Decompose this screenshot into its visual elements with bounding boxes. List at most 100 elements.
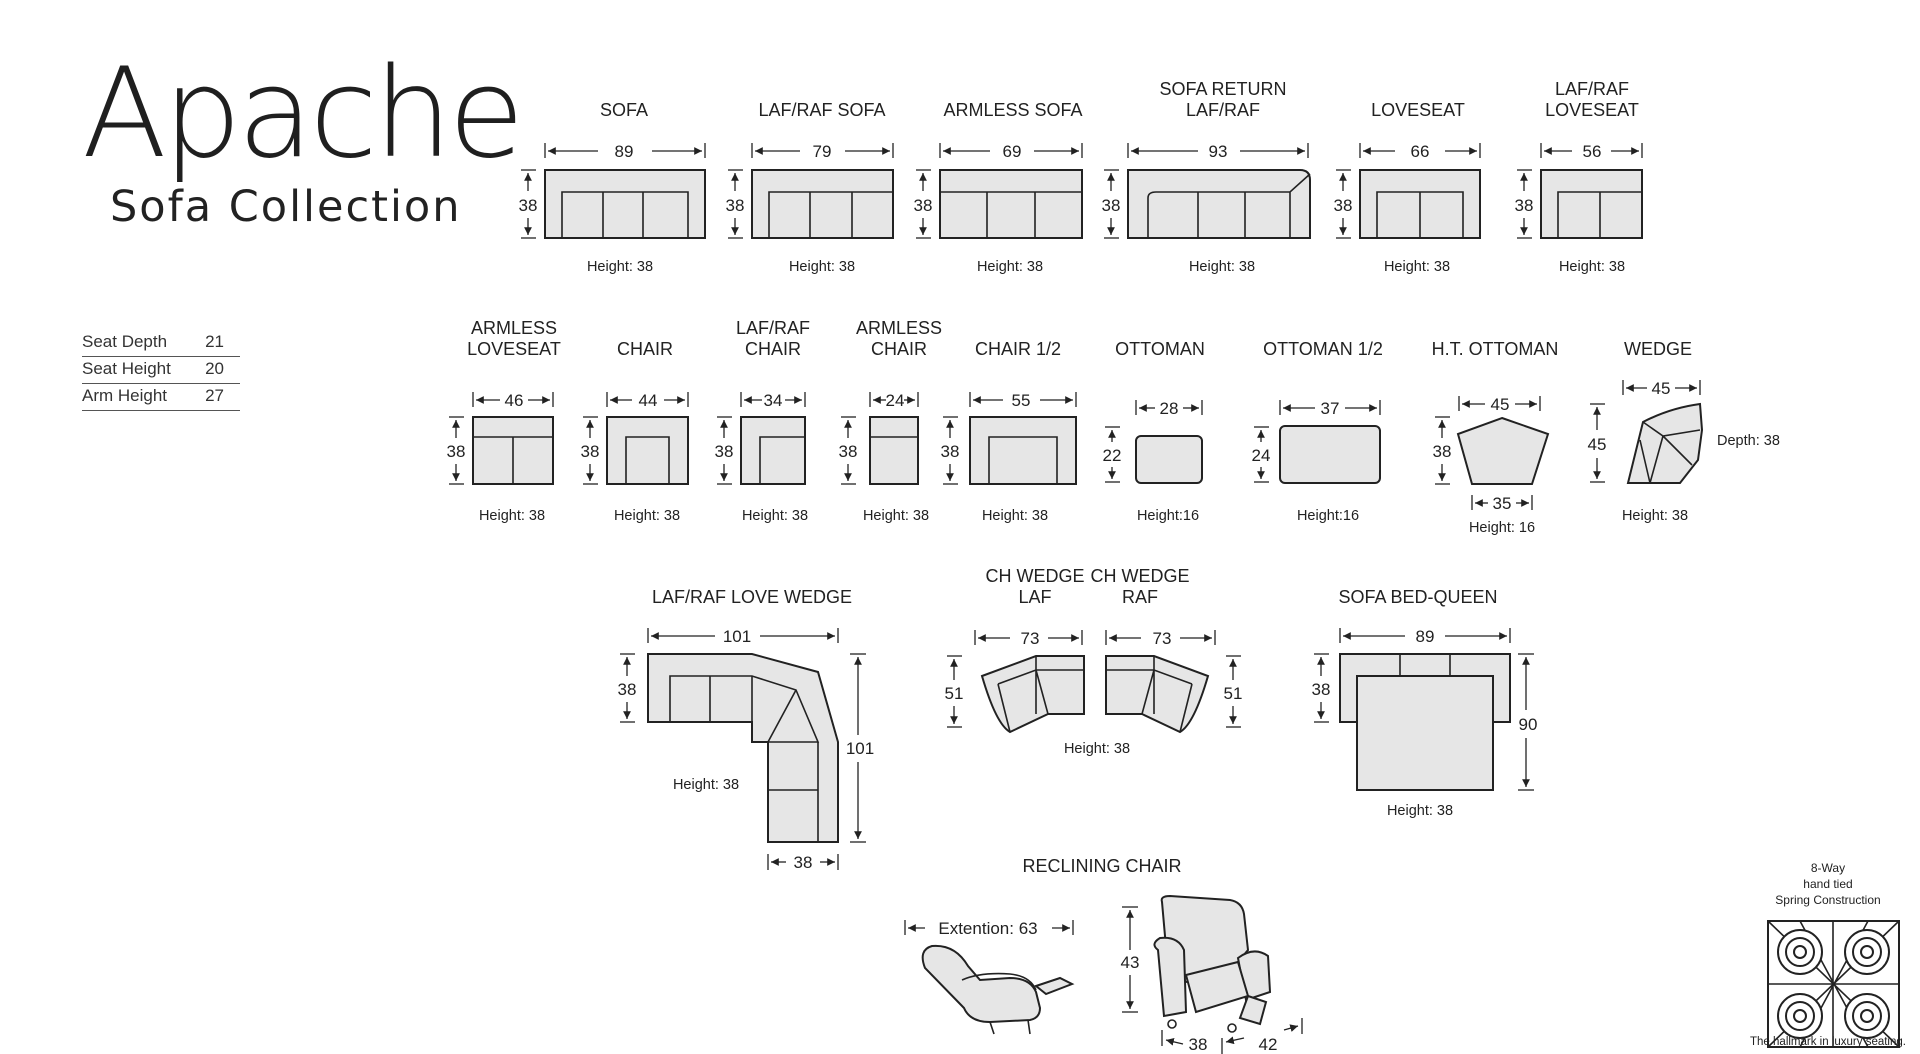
item-title: RAF [1122, 587, 1158, 607]
item-title: ARMLESS [856, 318, 942, 338]
height-label: Height: 38 [1064, 741, 1130, 757]
item-title: LAF/RAF [1186, 100, 1260, 120]
height-label: Height:16 [1137, 508, 1199, 524]
item-wedge: WEDGE 45 45 Depth: 38 Height: 38 [1588, 339, 1780, 524]
width-dim: 45 [1491, 395, 1510, 414]
height-label: Height: 38 [614, 508, 680, 524]
height-label: Height: 38 [742, 508, 808, 524]
item-title: CHAIR 1/2 [975, 339, 1061, 359]
depth-dim: 38 [941, 442, 960, 461]
height-label: Height: 38 [1189, 259, 1255, 275]
item-laf-raf-loveseat: LAF/RAF LOVESEAT 56 38 Height: 38 [1515, 79, 1643, 275]
spring-line2: hand tied [1803, 877, 1853, 891]
height-label: Height: 38 [1622, 508, 1688, 524]
item-loveseat: LOVESEAT 66 38 Height: 38 [1334, 100, 1481, 275]
height-label: Height: 38 [587, 259, 653, 275]
item-title: LAF/RAF [1555, 79, 1629, 99]
item-sofa-bed: SOFA BED-QUEEN 89 38 90 Height: 38 [1312, 587, 1538, 819]
item-armless-loveseat: ARMLESS LOVESEAT 46 38 Height: 38 [447, 318, 561, 524]
item-laf-raf-chair: LAF/RAF CHAIR 34 38 Height: 38 [715, 318, 810, 524]
item-title: RECLINING CHAIR [1022, 856, 1181, 876]
spec-value: 20 [205, 359, 224, 378]
height-label: Height: 38 [673, 777, 739, 793]
item-armless-chair: ARMLESS CHAIR 24 38 Height: 38 [839, 318, 942, 524]
width-dim: 45 [1652, 379, 1671, 398]
depth-dim: 38 [715, 442, 734, 461]
item-recliner: RECLINING CHAIR Extention: 63 43 38 [904, 856, 1303, 1054]
depth-dim: 38 [1334, 196, 1353, 215]
item-title: LOVESEAT [1371, 100, 1465, 120]
height-label: Height: 38 [789, 259, 855, 275]
depth-dim: 38 [581, 442, 600, 461]
spec-row-seat-height: Seat Height 20 [82, 357, 240, 384]
side-dim: 101 [846, 739, 874, 758]
item-title: OTTOMAN 1/2 [1263, 339, 1383, 359]
item-title: LAF [1018, 587, 1051, 607]
item-title: SOFA RETURN [1159, 79, 1286, 99]
item-title: LOVESEAT [467, 339, 561, 359]
height-dim: 43 [1121, 953, 1140, 972]
item-title: CHAIR [617, 339, 673, 359]
width-dim: 73 [1153, 629, 1172, 648]
height-label: Height:16 [1297, 508, 1359, 524]
item-sofa: SOFA 89 38 Height: 38 [519, 100, 706, 275]
item-laf-raf-sofa: LAF/RAF SOFA 79 38 Height: 38 [726, 100, 894, 275]
spec-value: 21 [205, 332, 224, 351]
spec-label: Seat Depth [82, 332, 168, 351]
width-dim: 69 [1003, 142, 1022, 161]
depth-dim: 51 [945, 684, 964, 703]
depth-dim: 51 [1224, 684, 1243, 703]
width-dim-bottom: 35 [1493, 494, 1512, 513]
width-dim: 66 [1411, 142, 1430, 161]
spring-caption: 8-Way hand tied Spring Construction [1748, 860, 1908, 908]
depth-dim: 38 [839, 442, 858, 461]
side-dim: Depth: 38 [1717, 433, 1780, 449]
item-title: CHAIR [745, 339, 801, 359]
item-title: WEDGE [1624, 339, 1692, 359]
item-sofa-return: SOFA RETURN LAF/RAF 93 38 Height: 38 [1102, 79, 1311, 275]
item-ht-ottoman: H.T. OTTOMAN 45 38 35 Height: 16 [1432, 339, 1559, 536]
spring-line1: 8-Way [1810, 861, 1846, 875]
height-label: Height: 38 [977, 259, 1043, 275]
depth-dim: 38 [1312, 680, 1331, 699]
spring-tagline: The hallmark in luxury seating. [1750, 1036, 1906, 1048]
depth-dim: 38 [447, 442, 466, 461]
width-dim: 101 [723, 627, 751, 646]
spec-row-arm-height: Arm Height 27 [82, 384, 240, 411]
bottom-dim: 38 [794, 853, 813, 872]
height-label: Height: 38 [1387, 803, 1453, 819]
item-ottoman: OTTOMAN 28 22 Height:16 [1103, 339, 1205, 524]
item-title: SOFA BED-QUEEN [1338, 587, 1497, 607]
item-title: CH WEDGE [986, 566, 1085, 586]
item-title: LAF/RAF LOVE WEDGE [652, 587, 852, 607]
spring-construction-icon [1767, 920, 1900, 1048]
item-chair: CHAIR 44 38 Height: 38 [581, 339, 689, 524]
depth-dim: 38 [726, 196, 745, 215]
item-title: CH WEDGE [1091, 566, 1190, 586]
width-dim: 73 [1021, 629, 1040, 648]
item-ch-wedge-raf: CH WEDGE RAF 73 51 Height: 38 [1064, 566, 1243, 757]
depth-dim: 22 [1103, 446, 1122, 465]
width-dim: 89 [1416, 627, 1435, 646]
width-dim: 44 [639, 391, 658, 410]
item-title: LOVESEAT [1545, 100, 1639, 120]
spec-label: Seat Height [82, 359, 171, 378]
spring-tagline-wrap: The hallmark in luxury seating. [1748, 1034, 1908, 1048]
item-ch-wedge-laf: CH WEDGE LAF 73 51 [945, 566, 1085, 734]
spring-line3: Spring Construction [1775, 893, 1881, 907]
width-dim: 46 [505, 391, 524, 410]
width-dim: 56 [1583, 142, 1602, 161]
item-ottoman-half: OTTOMAN 1/2 37 24 Height:16 [1252, 339, 1383, 524]
brand-block: Apache Sofa Collection [82, 52, 525, 232]
width-dim: 93 [1209, 142, 1228, 161]
depth-dim: 45 [1588, 435, 1607, 454]
spec-value: 27 [205, 386, 224, 405]
leg-dim: 42 [1259, 1035, 1278, 1054]
item-title: OTTOMAN [1115, 339, 1205, 359]
item-love-wedge: LAF/RAF LOVE WEDGE 101 38 101 38 Height:… [618, 587, 875, 872]
height-label: Height: 38 [1384, 259, 1450, 275]
height-label: Height: 38 [479, 508, 545, 524]
item-title: LAF/RAF SOFA [758, 100, 885, 120]
item-title: LAF/RAF [736, 318, 810, 338]
